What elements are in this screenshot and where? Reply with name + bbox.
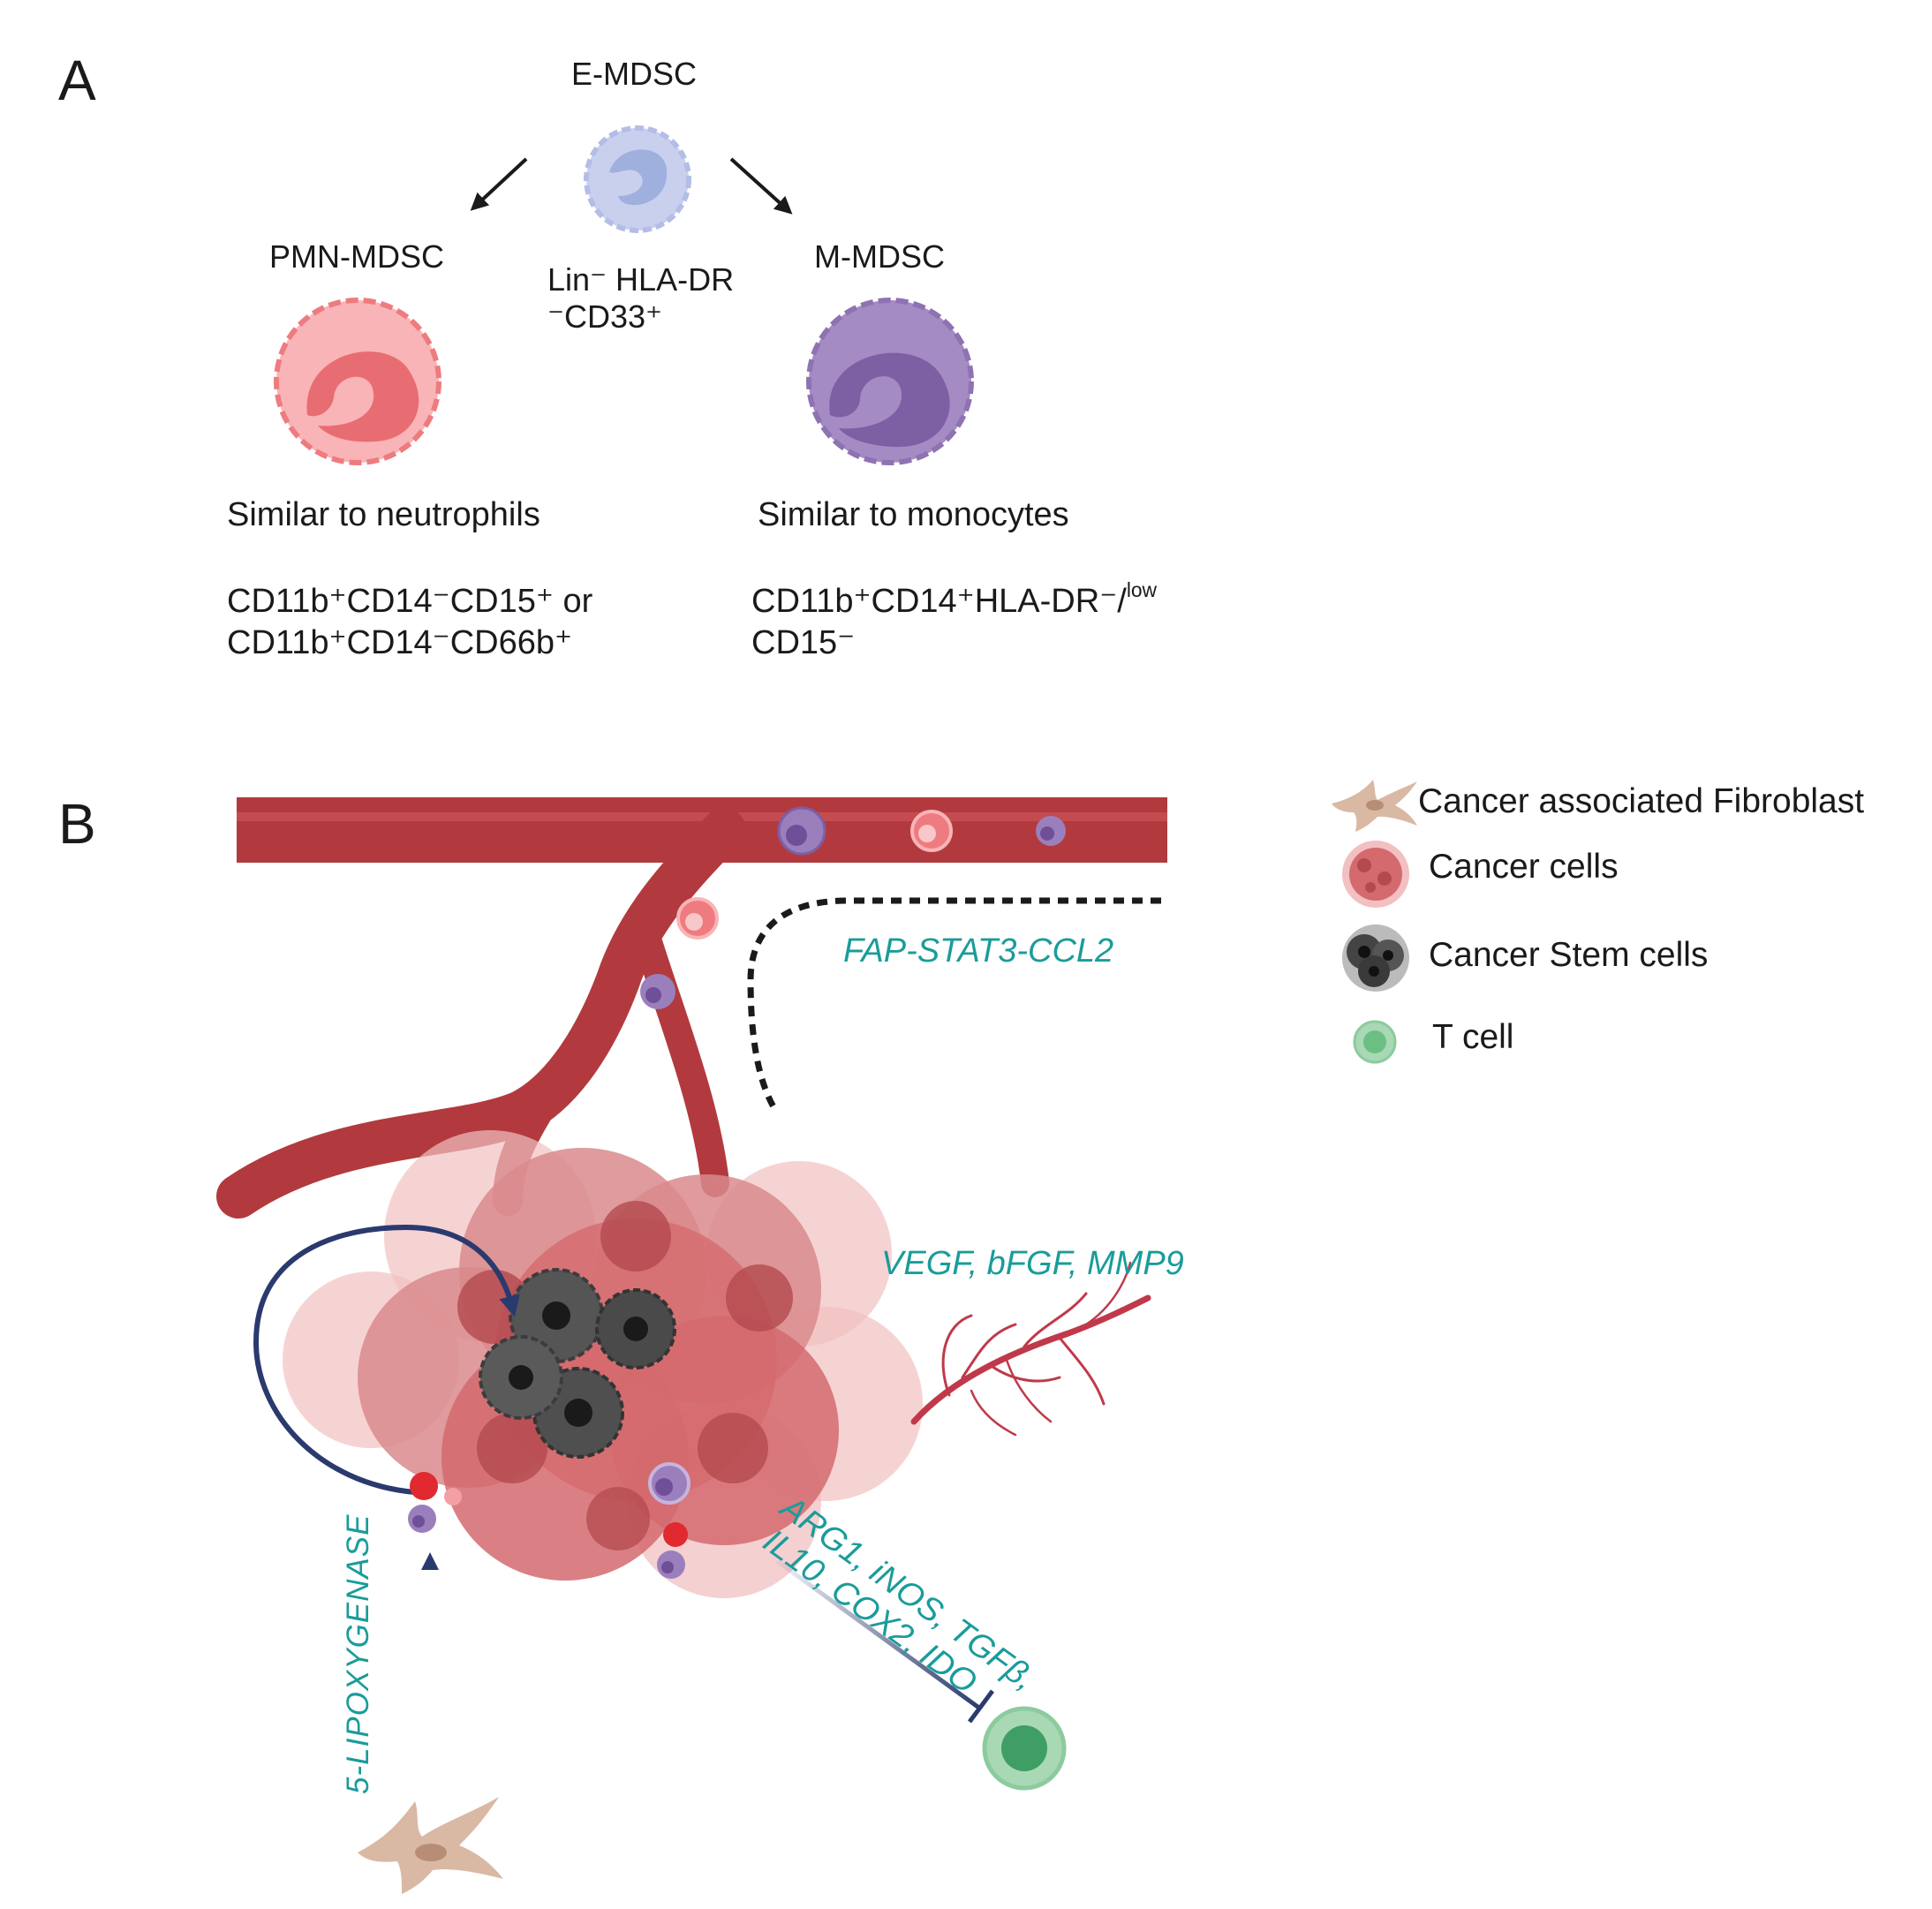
inhibition-line — [775, 1558, 982, 1711]
legend-t-cell-icon — [1353, 1020, 1397, 1064]
dotted-boundary — [747, 897, 1161, 1114]
vessel-cell-pmn-1 — [910, 810, 953, 852]
legend-stem-cells-label: Cancer Stem cells — [1429, 936, 1709, 974]
lipoxygenase-label: 5-LIPOXYGENASE — [341, 1513, 375, 1794]
feedback-arrow — [253, 1224, 520, 1495]
legend-cancer-cell-icon — [1342, 841, 1409, 908]
angiogenesis-label: VEGF, bFGF, MMP9 — [881, 1245, 1184, 1282]
legend-fibroblast-label: Cancer associated Fibroblast — [1418, 782, 1865, 820]
inhibition-bar — [967, 1689, 995, 1724]
arrow-to-mmdsc — [729, 157, 793, 215]
legend-cancer-cells-label: Cancer cells — [1429, 848, 1619, 886]
vessel-cell-mmdsc-2 — [1036, 816, 1066, 846]
mmdsc-marker-line2: CD15⁻ — [751, 624, 856, 661]
arrow-to-pmn — [470, 157, 528, 211]
mmdsc-similarity: Similar to monocytes — [758, 496, 1069, 533]
legend-stem-cell-icon — [1342, 924, 1409, 992]
m-mdsc-label: M-MDSC — [814, 238, 945, 275]
legend-t-cell-label: T cell — [1432, 1018, 1514, 1056]
angiogenesis-vessels — [910, 1261, 1151, 1437]
vessel-cell-mmdsc-1 — [777, 806, 826, 856]
mmdsc-marker-line1-sup: low — [1126, 577, 1158, 601]
panel-a-label: A — [58, 49, 96, 112]
pmn-marker-line2: CD11b⁺CD14⁻CD66b⁺ — [227, 624, 573, 661]
blood-vessel — [216, 797, 1167, 1219]
t-cell — [982, 1706, 1067, 1791]
emdsc-marker-line1: Lin⁻ HLA-DR — [547, 261, 735, 298]
emdsc-label: E-MDSC — [571, 56, 697, 92]
emdsc-marker-line2: ⁻CD33⁺ — [547, 298, 663, 335]
vessel-cell-pmn-2 — [676, 897, 719, 939]
mmdsc-marker-line1: CD11b⁺CD14⁺HLA-DR⁻/low — [751, 580, 1157, 620]
cancer-stem-cluster — [479, 1268, 676, 1459]
legend-fibroblast-icon — [1332, 780, 1417, 832]
m-mdsc-cell — [806, 298, 974, 465]
tumor-mdsc-cells — [408, 1462, 691, 1579]
emdsc-cell — [584, 125, 691, 233]
pmn-similarity: Similar to neutrophils — [227, 496, 540, 533]
pmn-mdsc-label: PMN-MDSC — [269, 238, 444, 275]
panel-b-label: B — [58, 792, 96, 856]
pmn-marker-line1: CD11b⁺CD14⁻CD15⁺ or — [227, 583, 593, 620]
pmn-mdsc-cell — [274, 298, 441, 465]
fibroblast-cell — [358, 1797, 503, 1894]
mmdsc-marker-line1-main: CD11b⁺CD14⁺HLA-DR⁻/ — [751, 583, 1127, 620]
fap-pathway-label: FAP-STAT3-CCL2 — [843, 932, 1114, 970]
vessel-cell-mmdsc-3 — [640, 974, 675, 1009]
